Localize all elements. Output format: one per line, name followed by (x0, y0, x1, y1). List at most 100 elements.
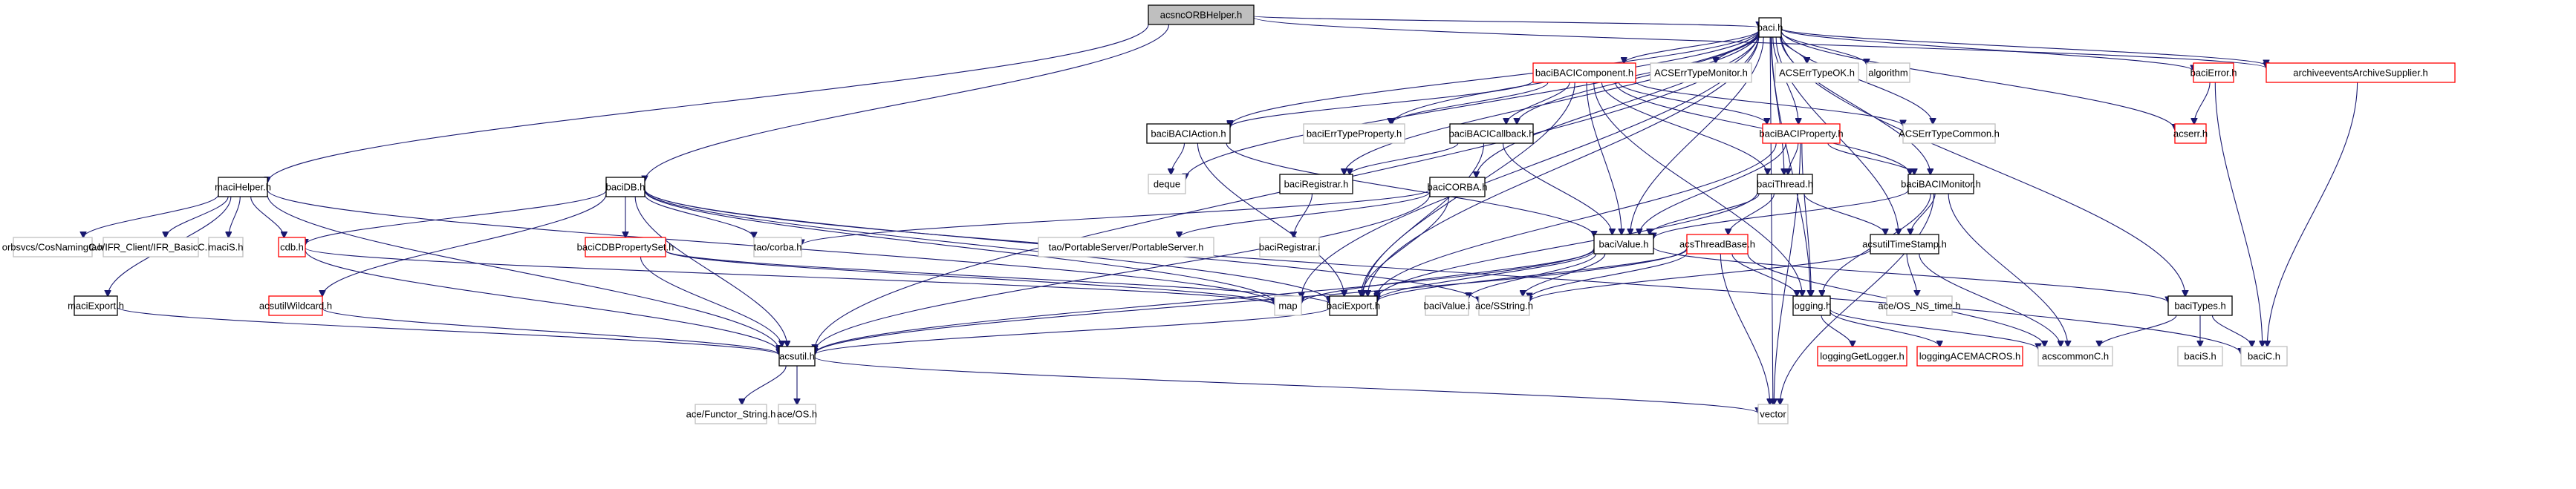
node-taoCorba[interactable]: tao/corba.h (753, 237, 802, 257)
node-box[interactable] (1329, 295, 1378, 316)
node-maciS[interactable]: maciS.h (208, 237, 244, 257)
node-box[interactable] (778, 404, 816, 424)
node-box[interactable] (218, 177, 268, 197)
node-baci[interactable]: baci.h (1757, 17, 1783, 38)
node-aceOSNStime[interactable]: ace/OS_NS_time.h (1878, 295, 1961, 316)
node-box[interactable] (1279, 174, 1353, 194)
node-box[interactable] (2240, 346, 2288, 367)
node-baciValueI[interactable]: baciValue.i (1424, 295, 1471, 316)
node-baciThread[interactable]: baciThread.h (1757, 174, 1813, 194)
node-box[interactable] (1907, 174, 1974, 194)
node-baciExport[interactable]: baciExport.h (1327, 295, 1380, 316)
node-ACSErrTypeCommon[interactable]: ACSErrTypeCommon.h (1899, 123, 2000, 144)
node-box[interactable] (585, 237, 666, 257)
node-taoPortableServer[interactable]: tao/PortableServer/PortableServer.h (1038, 237, 1214, 257)
node-box[interactable] (1757, 174, 1813, 194)
node-acscommonC[interactable]: acscommonC.h (2037, 346, 2113, 367)
node-box[interactable] (1775, 62, 1859, 83)
node-box[interactable] (1762, 123, 1841, 144)
node-baciS[interactable]: baciS.h (2177, 346, 2223, 367)
node-box[interactable] (1274, 295, 1302, 316)
node-deque[interactable]: deque (1148, 174, 1186, 194)
node-baciBACIComponent[interactable]: baciBACIComponent.h (1532, 62, 1636, 83)
node-box[interactable] (268, 295, 323, 316)
node-baciErrTypeProperty[interactable]: baciErrTypeProperty.h (1303, 123, 1405, 144)
node-orbsvcsCosNamingC[interactable]: orbsvcs/CosNamingC.h (2, 237, 104, 257)
node-ACSErrTypeMonitor[interactable]: ACSErrTypeMonitor.h (1650, 62, 1752, 83)
node-box[interactable] (1146, 123, 1231, 144)
node-box[interactable] (1817, 346, 1907, 367)
node-acsncORBHelper[interactable]: acsncORBHelper.h (1148, 4, 1255, 25)
node-box[interactable] (1886, 295, 1953, 316)
node-box[interactable] (13, 237, 93, 257)
node-box[interactable] (1593, 234, 1654, 255)
node-box[interactable] (1758, 17, 1782, 38)
node-aceSString[interactable]: ace/SString.h (1475, 295, 1533, 316)
node-box[interactable] (1866, 62, 1910, 83)
node-acsutil[interactable]: acsutil.h (778, 346, 816, 367)
node-box[interactable] (1038, 237, 1214, 257)
node-baciRegistrarI[interactable]: baciRegistrar.i (1259, 237, 1320, 257)
node-box[interactable] (103, 237, 199, 257)
node-acserr[interactable]: acserr.h (2173, 123, 2208, 144)
node-loggingGetLogger[interactable]: loggingGetLogger.h (1817, 346, 1907, 367)
node-baciBACIProperty[interactable]: baciBACIProperty.h (1759, 123, 1844, 144)
node-baciValue[interactable]: baciValue.h (1593, 234, 1654, 255)
node-map[interactable]: map (1274, 295, 1302, 316)
node-box[interactable] (2174, 123, 2207, 144)
node-vector[interactable]: vector (1757, 404, 1789, 424)
node-box[interactable] (753, 237, 802, 257)
node-box[interactable] (1757, 404, 1789, 424)
node-box[interactable] (1478, 295, 1530, 316)
node-cdb[interactable]: cdb.h (278, 237, 306, 257)
node-baciTypes[interactable]: baciTypes.h (2167, 295, 2233, 316)
node-box[interactable] (1148, 4, 1255, 25)
node-logging[interactable]: logging.h (1792, 295, 1832, 316)
node-box[interactable] (1429, 177, 1486, 197)
node-box[interactable] (1449, 123, 1534, 144)
node-baciRegistrar[interactable]: baciRegistrar.h (1279, 174, 1353, 194)
node-box[interactable] (1148, 174, 1186, 194)
node-ACSErrTypeOK[interactable]: ACSErrTypeOK.h (1775, 62, 1859, 83)
node-box[interactable] (1870, 234, 1939, 255)
node-acsThreadBase[interactable]: acsThreadBase.h (1679, 234, 1755, 255)
node-box[interactable] (1686, 234, 1749, 255)
node-loggingACEMACROS[interactable]: loggingACEMACROS.h (1916, 346, 2023, 367)
node-box[interactable] (2167, 295, 2233, 316)
node-baciC[interactable]: baciC.h (2240, 346, 2288, 367)
node-box[interactable] (74, 295, 118, 316)
node-box[interactable] (1303, 123, 1405, 144)
node-box[interactable] (2037, 346, 2113, 367)
node-box[interactable] (1916, 346, 2023, 367)
node-baciDB[interactable]: baciDB.h (605, 177, 645, 197)
node-box[interactable] (1259, 237, 1320, 257)
node-baciBACIMonitor[interactable]: baciBACIMonitor.h (1901, 174, 1981, 194)
node-archiveeventsArchiveSupplier[interactable]: archiveeventsArchiveSupplier.h (2266, 62, 2456, 83)
node-taoIFRBasicC[interactable]: tao/IFR_Client/IFR_BasicC.h (89, 237, 213, 257)
node-algorithm[interactable]: algorithm (1866, 62, 1910, 83)
node-box[interactable] (2266, 62, 2456, 83)
node-box[interactable] (605, 177, 645, 197)
node-baciCDBPropertySet[interactable]: baciCDBPropertySet.h (577, 237, 674, 257)
node-box[interactable] (278, 237, 306, 257)
node-box[interactable] (2177, 346, 2223, 367)
node-box[interactable] (1425, 295, 1469, 316)
node-acsutilWildcard[interactable]: acsutilWildcard.h (259, 295, 332, 316)
node-acsutilTimeStamp[interactable]: acsutilTimeStamp.h (1862, 234, 1947, 255)
node-box[interactable] (778, 346, 816, 367)
node-maciExport[interactable]: maciExport.h (68, 295, 124, 316)
node-box[interactable] (695, 404, 767, 424)
node-baciBACIAction[interactable]: baciBACIAction.h (1146, 123, 1231, 144)
node-box[interactable] (1650, 62, 1752, 83)
node-box[interactable] (1532, 62, 1636, 83)
node-aceFunctorString[interactable]: ace/Functor_String.h (686, 404, 776, 424)
node-box[interactable] (208, 237, 244, 257)
node-baciBACICallback[interactable]: baciBACICallback.h (1449, 123, 1535, 144)
node-box[interactable] (1792, 295, 1831, 316)
node-baciCORBA[interactable]: baciCORBA.h (1428, 177, 1488, 197)
node-box[interactable] (1902, 123, 1996, 144)
node-maciHelper[interactable]: maciHelper.h (215, 177, 271, 197)
node-baciError[interactable]: baciError.h (2190, 62, 2237, 83)
node-aceOS[interactable]: ace/OS.h (777, 404, 817, 424)
node-box[interactable] (2193, 62, 2234, 83)
